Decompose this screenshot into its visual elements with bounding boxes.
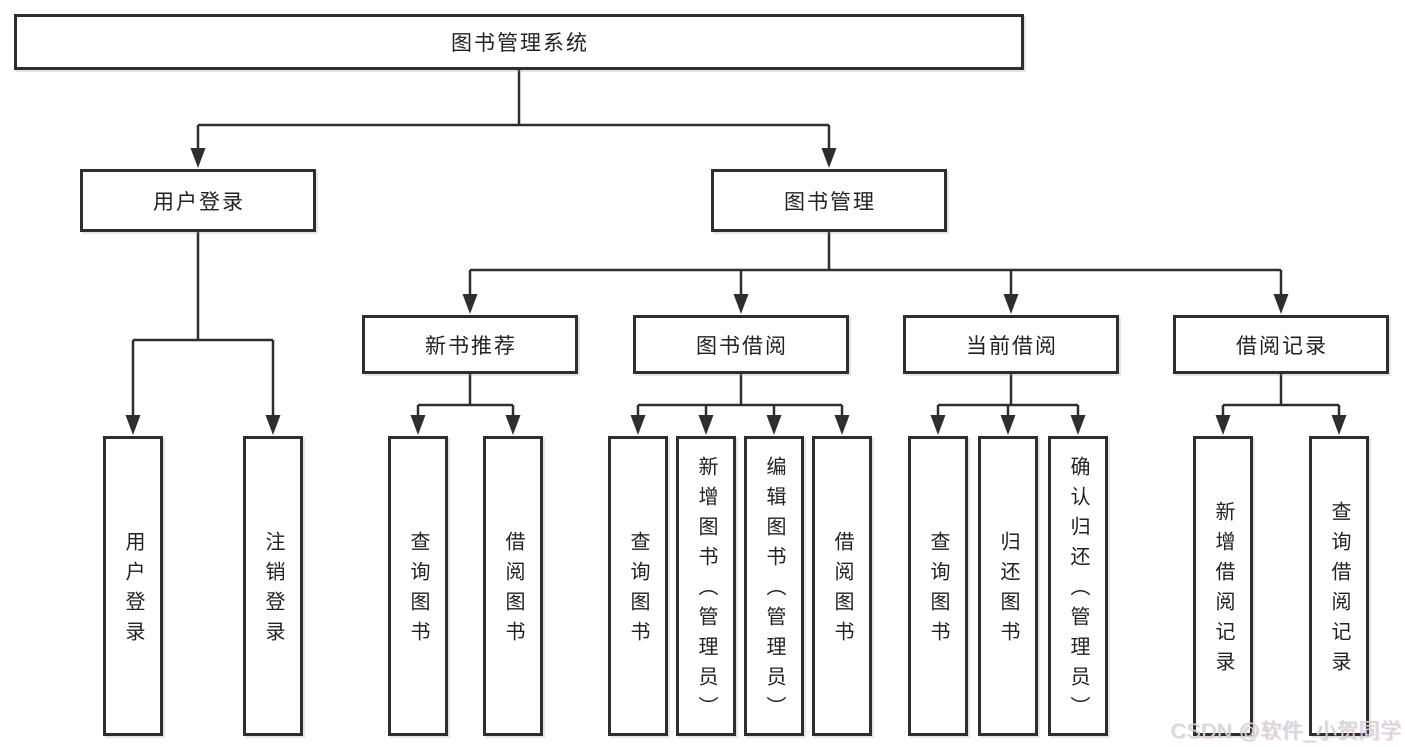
leaf-add-book-admin: 新增图书（管理员） [676, 436, 736, 736]
connector-records-to-leaves [1221, 374, 1341, 417]
leaf-user-login: 用户登录 [103, 436, 163, 736]
leaf-query-books-recommend: 查询图书 [388, 436, 448, 736]
leaf-query-books-borrowing-label: 查询图书 [627, 531, 649, 651]
leaf-query-borrow-record-label: 查询借阅记录 [1328, 501, 1350, 681]
leaf-logout: 注销登录 [243, 436, 303, 736]
leaf-edit-book-admin: 编辑图书（管理员） [744, 436, 804, 736]
leaf-add-borrow-record: 新增借阅记录 [1193, 436, 1253, 736]
connector-root-to-level2 [196, 70, 831, 150]
csdn-watermark: CSDN @软件_小贺同学 [1171, 720, 1402, 743]
leaf-query-books-borrowing: 查询图书 [608, 436, 668, 736]
leaf-query-books-current-label: 查询图书 [927, 531, 949, 651]
leaf-borrow-books-borrowing-label: 借阅图书 [831, 531, 853, 651]
connector-borrowing-to-leaves [636, 374, 844, 417]
leaf-borrow-books-recommend: 借阅图书 [483, 436, 543, 736]
leaf-logout-label: 注销登录 [262, 531, 284, 651]
connector-userlogin-to-leaves [131, 232, 275, 417]
leaf-confirm-return-admin: 确认归还（管理员） [1048, 436, 1108, 736]
node-user-login: 用户登录 [80, 169, 316, 232]
leaf-borrow-books-recommend-label: 借阅图书 [502, 531, 524, 651]
connector-newbook-to-leaves [416, 374, 515, 417]
node-current-borrowing: 当前借阅 [903, 315, 1119, 374]
node-library-management-system: 图书管理系统 [14, 14, 1024, 70]
leaf-borrow-books-borrowing: 借阅图书 [812, 436, 872, 736]
leaf-add-borrow-record-label: 新增借阅记录 [1212, 501, 1234, 681]
leaf-return-book: 归还图书 [978, 436, 1038, 736]
connector-bookmgmt-to-level3 [468, 232, 1283, 296]
node-book-management: 图书管理 [711, 169, 947, 232]
leaf-user-login-label: 用户登录 [122, 531, 144, 651]
leaf-query-books-current: 查询图书 [908, 436, 968, 736]
connector-current-to-leaves [936, 374, 1080, 417]
node-borrowing-records: 借阅记录 [1173, 315, 1389, 374]
leaf-edit-book-admin-label: 编辑图书（管理员） [763, 456, 785, 726]
leaf-query-borrow-record: 查询借阅记录 [1309, 436, 1369, 736]
node-book-borrowing: 图书借阅 [633, 315, 849, 374]
leaf-query-books-recommend-label: 查询图书 [407, 531, 429, 651]
leaf-return-book-label: 归还图书 [997, 531, 1019, 651]
leaf-add-book-admin-label: 新增图书（管理员） [695, 456, 717, 726]
arrowheads [125, 148, 1347, 435]
node-new-book-recommend: 新书推荐 [362, 315, 578, 374]
leaf-confirm-return-admin-label: 确认归还（管理员） [1067, 456, 1089, 726]
